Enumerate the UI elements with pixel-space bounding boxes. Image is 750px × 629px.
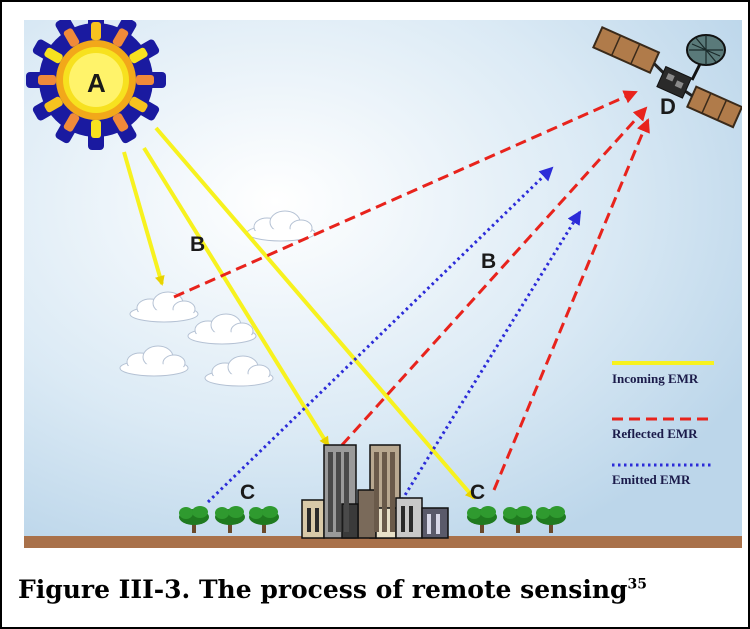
- sensor-label: D: [660, 94, 676, 119]
- figure-caption: Figure III-3. The process of remote sens…: [18, 575, 647, 604]
- trees-left: [179, 506, 279, 533]
- legend-emitted-label: Emitted EMR: [612, 472, 691, 487]
- caption-text: Figure III-3. The process of remote sens…: [18, 575, 628, 604]
- legend-reflected-label: Reflected EMR: [612, 426, 698, 441]
- atmosphere-label-left: B: [190, 233, 205, 256]
- legend: Incoming EMR Reflected EMR Emitted EMR: [612, 361, 714, 487]
- emitted-emr-rays: [206, 166, 582, 504]
- remote-sensing-diagram: A D: [24, 20, 742, 548]
- reflected-emr-rays: [173, 90, 650, 491]
- satellite-icon: [592, 26, 742, 129]
- sun-label: A: [87, 68, 106, 98]
- caption-reference: 35: [627, 576, 648, 593]
- building-windows: [307, 452, 440, 534]
- trees-right: [467, 506, 566, 533]
- legend-incoming-label: Incoming EMR: [612, 371, 699, 386]
- sun-icon: [26, 20, 166, 150]
- target-label-left: C: [240, 481, 255, 504]
- atmosphere-label-right: B: [481, 250, 496, 273]
- ground-strip: [24, 536, 742, 548]
- incoming-emr-rays: [122, 126, 476, 500]
- target-label-right: C: [470, 481, 485, 504]
